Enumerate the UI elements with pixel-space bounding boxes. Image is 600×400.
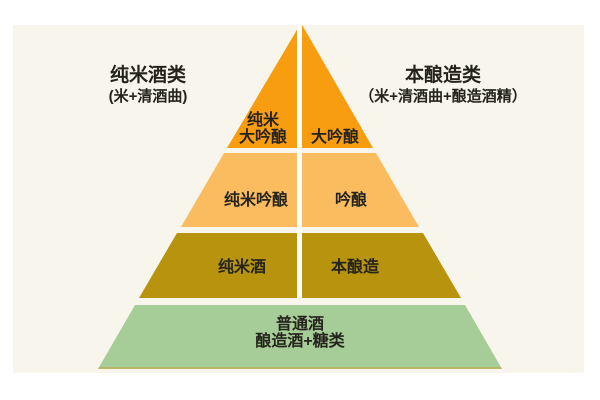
right-category-subtitle: （米+清酒曲+酿造酒精）: [359, 88, 527, 105]
vertical-divider: [297, 23, 302, 298]
tier-futsushu: [98, 305, 502, 369]
label-futsushu-line2: 酿造酒+糖类: [255, 333, 345, 350]
right-category-label: 本酿造类 （米+清酒曲+酿造酒精）: [359, 63, 527, 106]
left-category-title: 纯米酒类: [109, 65, 187, 86]
tier-futsushu-bottom-edge: [98, 367, 502, 369]
label-daiginjo: 大吟酿: [310, 129, 360, 146]
right-category-title: 本酿造类: [404, 65, 481, 86]
label-junmai-daiginjo: 纯米 大吟酿: [239, 112, 287, 146]
label-junmai-daiginjo-line1: 纯米: [246, 112, 280, 129]
label-futsushu-line1: 普通酒: [275, 316, 325, 333]
left-category-label: 纯米酒类 (米+清酒曲): [109, 63, 188, 106]
sake-pyramid: 纯米 大吟酿 大吟酿 纯米吟酿 吟酿 纯米酒 本酿造 普通酒 酿造酒+糖类: [98, 23, 504, 369]
left-category-subtitle: (米+清酒曲): [108, 88, 188, 105]
label-junmaishu: 纯米酒: [217, 259, 267, 276]
label-junmai-ginjo: 纯米吟酿: [223, 192, 289, 209]
label-ginjo: 吟酿: [334, 192, 368, 209]
label-honjozo: 本酿造: [330, 259, 380, 276]
label-junmai-daiginjo-line2: 大吟酿: [238, 129, 288, 146]
label-futsushu: 普通酒 酿造酒+糖类: [255, 316, 344, 350]
